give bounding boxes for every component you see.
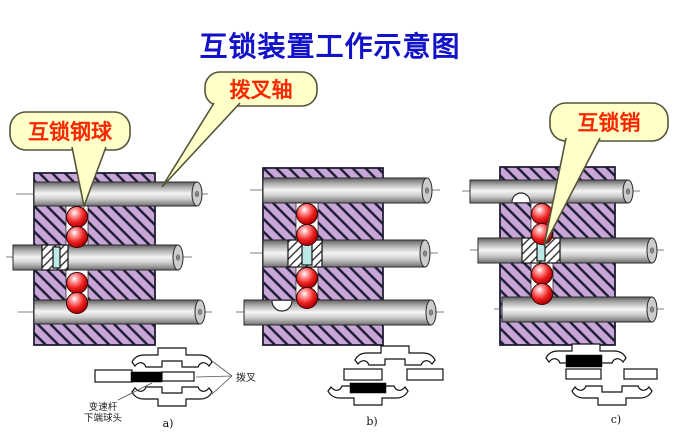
fork-slot-bar — [623, 368, 658, 380]
fork-shaft-bottom — [33, 299, 201, 325]
fork-slot-bar — [161, 371, 195, 382]
interlock-ball — [531, 283, 553, 305]
mechanism-diagram-b — [236, 167, 444, 346]
shaft-center-mark — [425, 187, 429, 194]
interlock-pin — [52, 246, 61, 269]
fork-slot-bar — [343, 368, 383, 381]
lever-pointer-line — [117, 382, 153, 401]
gear-lever-ball-head — [130, 371, 163, 383]
fork-schematic-c: c) — [545, 343, 658, 426]
callout-tail — [161, 102, 241, 188]
lever-label-line2: 下端球头 — [84, 412, 122, 424]
interlock-ball — [66, 292, 88, 314]
lever-label-line1: 变速杆 — [89, 401, 118, 413]
callout-interlock-pin: 互锁销 — [543, 102, 669, 247]
gear-lever-ball-head — [349, 382, 387, 394]
page-title: 互锁装置工作示意图 — [199, 30, 460, 63]
shaft-center-mark — [423, 250, 427, 257]
fork-shaft-bottom — [501, 296, 653, 323]
fork-shaft-top — [33, 181, 198, 207]
fork-shaft-top — [262, 177, 428, 204]
fork-slot-bar — [565, 368, 602, 380]
detent-notch — [511, 192, 531, 203]
interlock-ball — [66, 226, 88, 248]
gear-lever-ball-head — [565, 354, 603, 368]
shift-fork-top — [131, 347, 213, 368]
callout-fork-shaft: 拨叉轴 — [161, 71, 318, 188]
callout-tail — [543, 137, 601, 247]
callout-label-interlock-pin: 互锁销 — [578, 111, 641, 135]
fork-schematic-b: b) — [327, 345, 444, 428]
interlock-ball — [531, 263, 553, 285]
figure-label-c: c) — [611, 413, 621, 426]
shift-fork-bottom — [131, 386, 213, 407]
gear-lever-rod — [94, 369, 133, 383]
shaft-center-mark — [176, 254, 180, 261]
callout-tail — [71, 146, 107, 209]
shaft-center-mark — [626, 188, 630, 195]
callout-bubble — [204, 71, 318, 107]
callout-label-fork-shaft: 拨叉轴 — [230, 78, 293, 102]
callout-label-interlock-ball: 互锁钢球 — [28, 120, 113, 144]
mechanism-diagram-a — [6, 172, 212, 346]
shift-fork-bottom — [571, 385, 653, 406]
detent-notch — [271, 300, 293, 312]
shaft-center-mark — [650, 306, 654, 313]
fork-pointer-lines — [195, 360, 233, 395]
fork-slot-bar — [406, 368, 444, 381]
shaft-center-mark — [650, 247, 654, 254]
interlock-ball — [296, 203, 318, 225]
interlock-ball — [66, 272, 88, 294]
shaft-center-mark — [429, 309, 433, 316]
callout-interlock-steel-ball: 互锁钢球 — [9, 111, 131, 209]
fork-shaft-middle — [262, 239, 426, 268]
fork-shaft-middle — [12, 244, 179, 271]
shaft-center-mark — [195, 190, 199, 198]
callout-bubble — [9, 111, 131, 151]
shift-fork-top — [354, 345, 436, 366]
fork-label: 拨叉 — [236, 371, 256, 384]
fork-shaft-top — [469, 179, 629, 204]
callout-bubble — [549, 102, 669, 142]
fork-shaft-middle — [477, 237, 653, 264]
figure-label-a: a) — [163, 417, 174, 430]
interlock-ball — [66, 206, 88, 228]
interlock-ball — [296, 287, 318, 309]
interlock-ball — [296, 224, 318, 246]
shaft-center-mark — [198, 308, 202, 316]
interlock-ball — [296, 267, 318, 289]
mechanism-diagram-c — [462, 166, 664, 346]
fork-schematic-a: 拨叉 变速杆 下端球头 a) — [84, 347, 256, 430]
figure-label-b: b) — [366, 415, 377, 428]
